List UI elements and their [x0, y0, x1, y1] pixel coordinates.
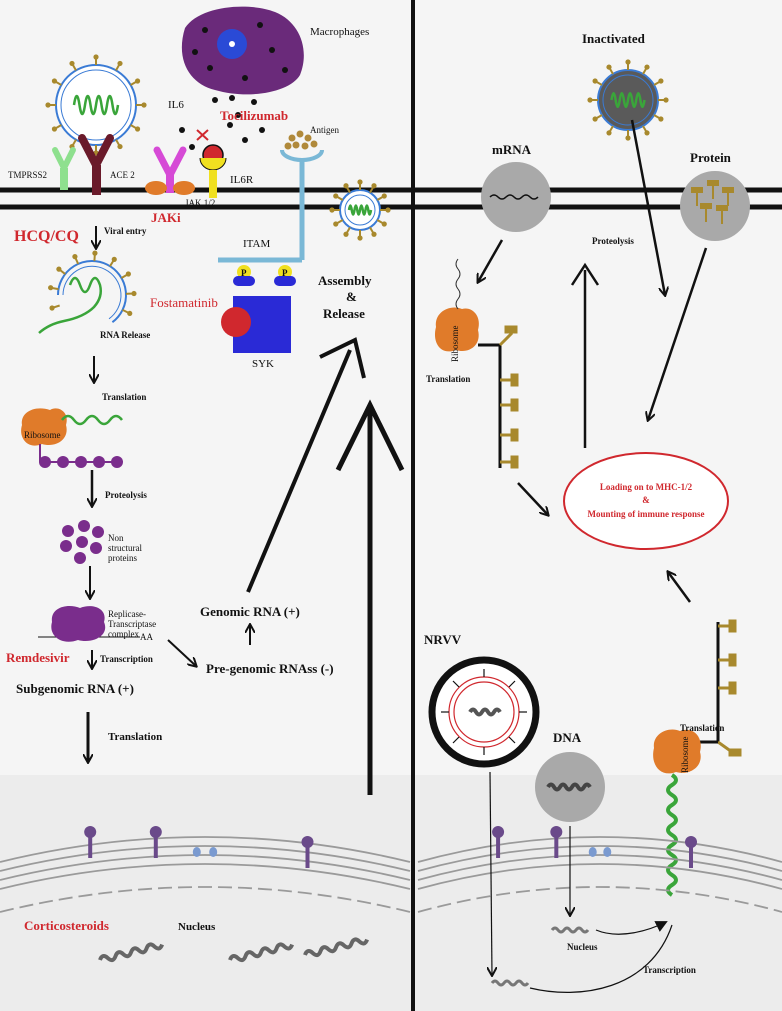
nsp-label-1: Non — [108, 533, 124, 543]
jak-receptor — [145, 146, 195, 195]
protein-vaccine — [680, 171, 750, 241]
fostamatinib-label: Fostamatinib — [150, 295, 218, 310]
ribosome-label-left: Ribosome — [24, 430, 61, 440]
nucleus-label-right: Nucleus — [567, 942, 598, 952]
mrna-vaccine — [481, 162, 551, 232]
transcription-label-left: Transcription — [100, 654, 153, 664]
assembly-amp: & — [346, 289, 357, 304]
ace2-receptor — [78, 134, 114, 195]
aa-label: AA — [140, 632, 153, 642]
corticosteroids-label: Corticosteroids — [24, 918, 109, 933]
nsp-label-3: proteins — [108, 553, 137, 563]
virus-rna-release — [38, 250, 137, 334]
syk-kinase — [221, 265, 296, 353]
tmprss2-receptor — [52, 147, 76, 190]
nucleus-label-left: Nucleus — [178, 921, 216, 933]
subgenomic-label: Subgenomic RNA (+) — [16, 681, 134, 696]
assembly-arrows — [246, 337, 405, 795]
syk-label: SYK — [252, 358, 274, 370]
itam-label: ITAM — [243, 238, 270, 250]
dna-label: DNA — [553, 730, 582, 745]
dna-vaccine — [535, 752, 605, 822]
replicase-complex — [38, 605, 140, 642]
jaki-label: JAKi — [151, 210, 181, 225]
sars-cov2-virus — [45, 54, 147, 156]
translation-label-2: Translation — [108, 731, 162, 743]
remdesivir-label: Remdesivir — [6, 650, 70, 665]
itam-p2: P — [282, 268, 288, 278]
pregenomic-label: Pre-genomic RNAss (-) — [206, 661, 334, 676]
replicase-label-2: Transcriptase — [108, 619, 156, 629]
cell-membrane — [0, 187, 782, 210]
genomic-label: Genomic RNA (+) — [200, 604, 300, 619]
ribosome-label-right-2: Ribosome — [680, 736, 690, 773]
nsp-label-2: structural — [108, 543, 142, 553]
ace2-label: ACE 2 — [110, 170, 135, 180]
rna-release-label: RNA Release — [100, 330, 150, 340]
viral-entry-label: Viral entry — [104, 226, 147, 236]
cytoplasm-lower — [0, 775, 782, 1011]
antigen-receptor — [218, 130, 324, 263]
jak12-label: JAK 1/2 — [185, 198, 215, 208]
il6r-receptor — [196, 129, 227, 198]
endoplasmic-reticulum-left — [0, 826, 411, 963]
antigen-label: Antigen — [310, 125, 339, 135]
mhc-line2: & — [642, 495, 650, 505]
mrna-label: mRNA — [492, 142, 532, 157]
protein-label: Protein — [690, 150, 732, 165]
inactivated-label: Inactivated — [582, 31, 646, 46]
replicase-label-1: Replicase- — [108, 609, 146, 619]
arrow-pregenomic — [167, 639, 196, 666]
nucleus-right-elements — [490, 771, 673, 993]
il6-label: IL6 — [168, 99, 184, 111]
mhc-ellipse — [563, 452, 729, 550]
translation-label-right: Translation — [426, 374, 470, 384]
endoplasmic-reticulum-right — [417, 826, 782, 913]
ribosome-bottom-right — [653, 619, 742, 897]
proteolysis-label-right: Proteolysis — [592, 236, 634, 246]
ribosome-label-right: Ribosome — [450, 325, 460, 362]
nrvv-label: NRVV — [424, 632, 462, 647]
inactivated-virus — [587, 59, 669, 141]
translation-label-right-2: Translation — [680, 723, 724, 733]
hcq-label: HCQ/CQ — [14, 228, 79, 245]
il6-cytokines — [179, 95, 265, 150]
macrophage — [181, 6, 304, 95]
assembly-label: Assembly — [318, 273, 372, 288]
nrvv-vector — [428, 656, 540, 768]
tocilizumab-label: Tocilizumab — [220, 108, 288, 123]
translation-label: Translation — [102, 392, 146, 402]
non-structural-proteins — [60, 520, 104, 564]
macrophages-label: Macrophages — [310, 26, 369, 38]
right-arrows — [478, 119, 708, 603]
il6r-label: IL6R — [230, 174, 254, 186]
ribosome-top-right — [434, 258, 519, 469]
mhc-line1: Loading on to MHC-1/2 — [600, 482, 693, 492]
itam-p1: P — [241, 268, 247, 278]
tmprss2-label: TMPRSS2 — [8, 170, 47, 180]
mhc-line3: Mounting of immune response — [587, 509, 704, 519]
transcription-label-right: Transcription — [643, 965, 696, 975]
release-label: Release — [323, 306, 365, 321]
replicase-label-3: complex — [108, 629, 139, 639]
proteolysis-label-left: Proteolysis — [105, 490, 147, 500]
assembled-virion — [329, 179, 391, 241]
ribosome-polyprotein — [21, 408, 123, 468]
